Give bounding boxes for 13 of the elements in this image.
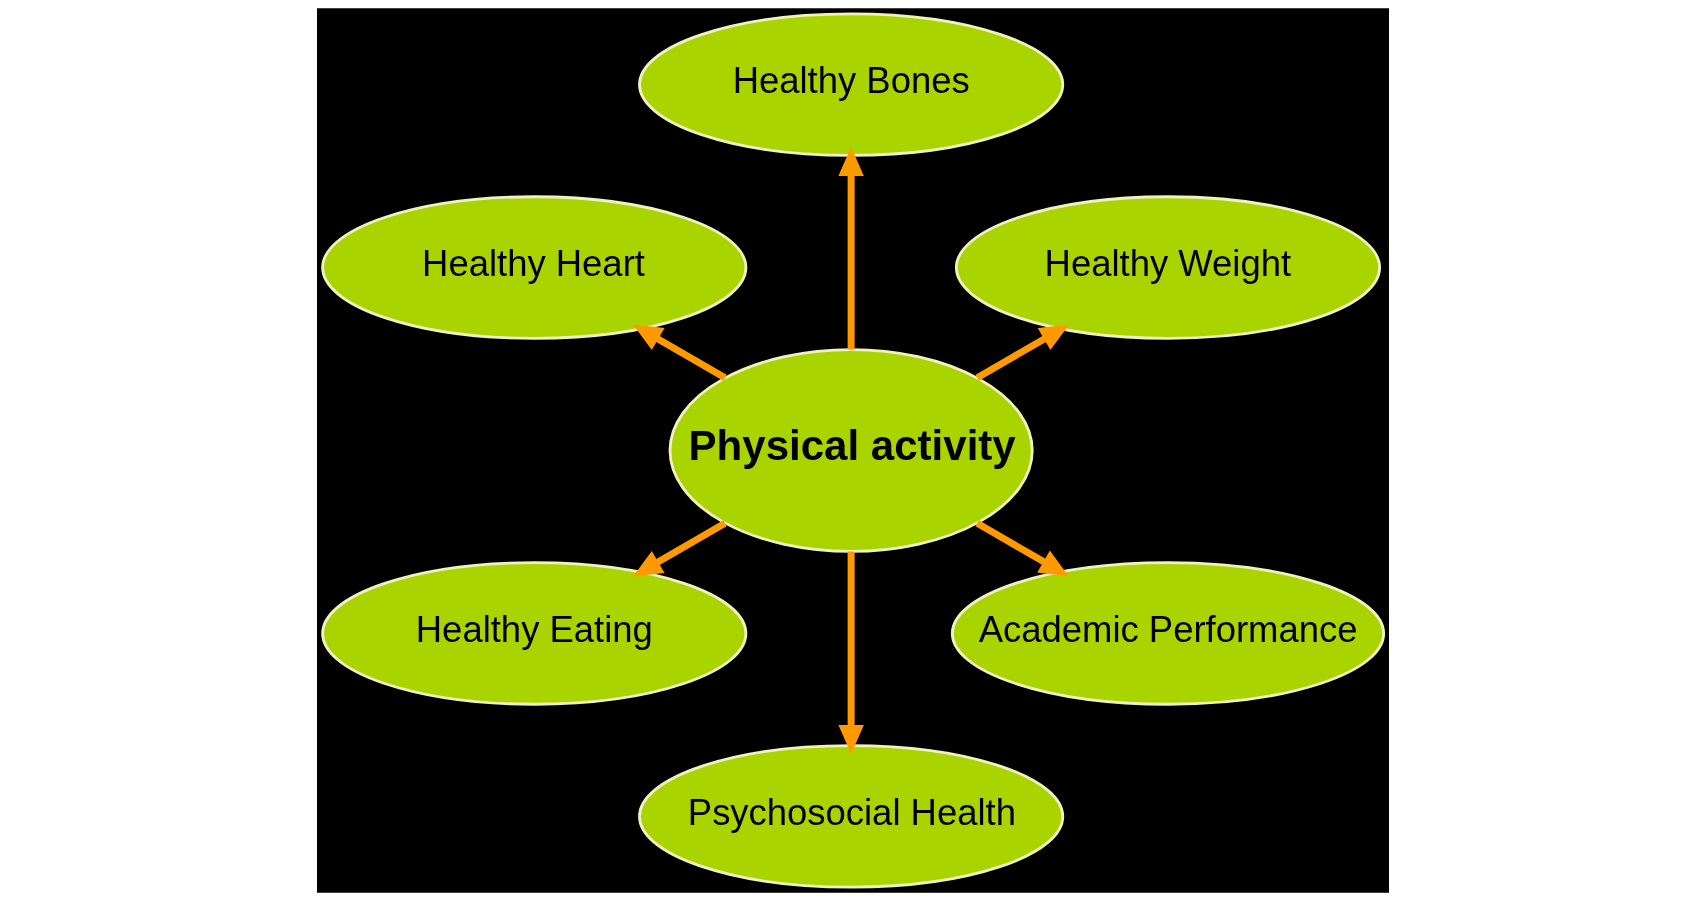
node-ellipse: Healthy Eating (320, 561, 747, 706)
node-ellipse: Healthy Bones (637, 12, 1064, 157)
node-ellipse: Healthy Heart (320, 195, 747, 340)
arrow (975, 520, 1069, 577)
node-ellipse: Psychosocial Health (637, 744, 1064, 889)
arrow (975, 324, 1069, 381)
node-ellipse: Physical activity (668, 348, 1034, 553)
node-ellipse: Healthy Weight (954, 195, 1381, 340)
node-ellipse: Academic Performance (950, 561, 1385, 706)
arrow (632, 324, 727, 381)
arrow (837, 146, 864, 350)
arrow (632, 520, 727, 577)
arrow (837, 551, 864, 755)
